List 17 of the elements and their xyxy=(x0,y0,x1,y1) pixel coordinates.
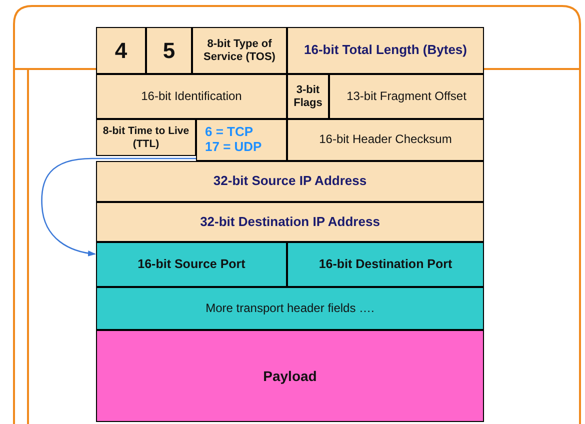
arrow xyxy=(41,158,196,256)
header-field: 8-bit Time to Live (TTL) xyxy=(96,119,196,156)
header-field: 16-bit Header Checksum xyxy=(287,119,484,161)
header-length-field: 5 xyxy=(146,27,192,74)
version-field: 4 xyxy=(96,27,146,74)
transport-field: 16-bit Source Port xyxy=(96,242,287,287)
header-field: 8-bit Type of Service (TOS) xyxy=(192,27,287,74)
header-field: 32-bit Destination IP Address xyxy=(96,202,484,242)
header-field: 16-bit Total Length (Bytes) xyxy=(287,27,484,74)
header-field: 3-bit Flags xyxy=(287,74,329,119)
payload-block: Payload xyxy=(96,330,484,422)
header-field: 16-bit Identification xyxy=(96,74,287,119)
protocol-field: 6 = TCP 17 = UDP xyxy=(196,119,287,161)
transport-field: 16-bit Destination Port xyxy=(287,242,484,287)
header-field: 13-bit Fragment Offset xyxy=(329,74,484,119)
transport-field: More transport header fields …. xyxy=(96,287,484,330)
header-field: 32-bit Source IP Address xyxy=(96,161,484,202)
